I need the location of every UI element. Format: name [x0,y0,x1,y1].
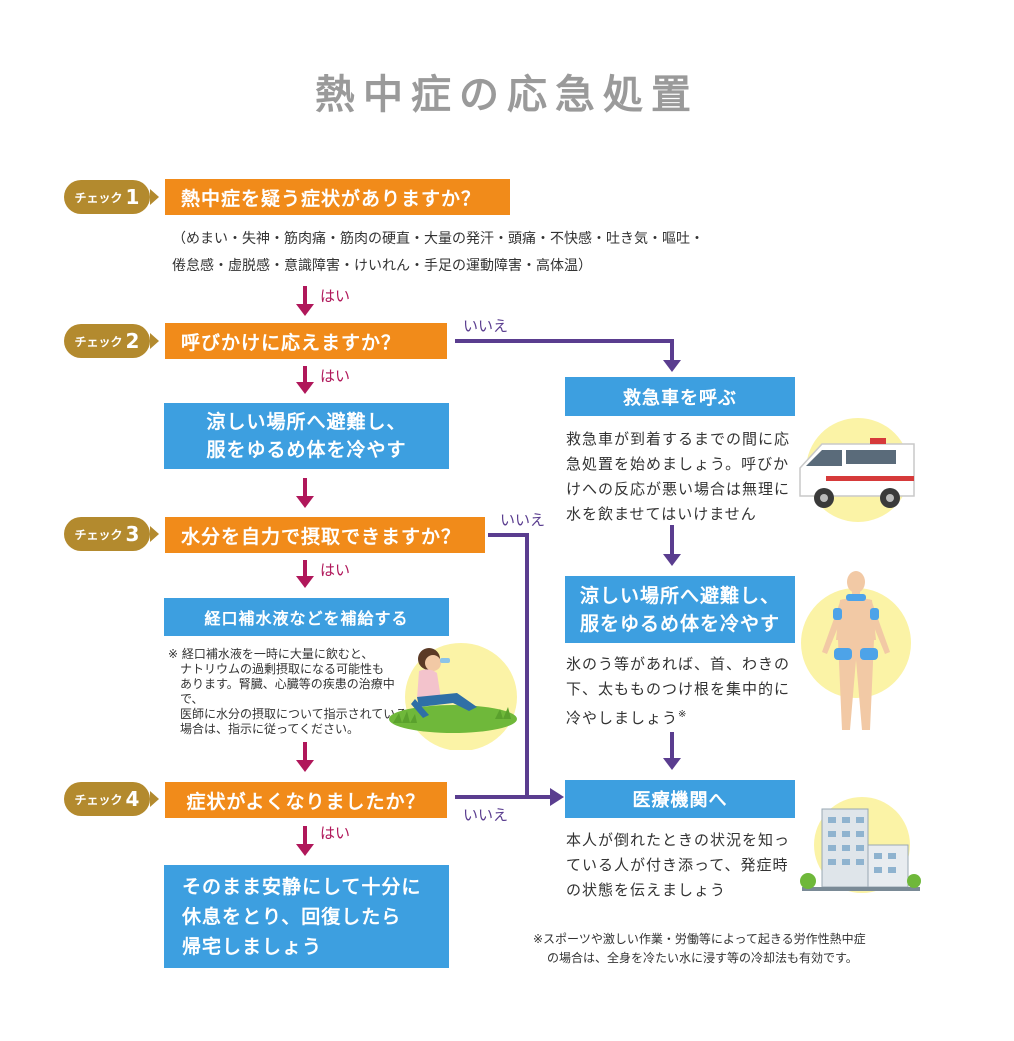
yes-label: はい [320,287,351,305]
desc-line: 水を飲ませてはいけません [566,505,757,523]
cool-line-2: 服をゆるめ体を冷やす [579,612,780,635]
yes-label: はい [320,824,351,842]
ors-note-line: 場合は、指示に従ってください。 [180,722,360,736]
check-tag-pointer [150,526,159,542]
call-ambulance-box: 救急車を呼ぶ [565,377,795,416]
yes-label: はい [320,367,351,385]
desc-line: ている人が付き添って、発症時 [566,856,789,874]
check-tag-pointer [150,189,159,205]
footnote-line-1: ※スポーツや激しい作業・労働等によって起きる労作性熱中症 [533,932,866,946]
check-tag-number: 1 [125,185,140,209]
rest-line-1: そのまま安静にして十分に [182,875,422,898]
cool-line-1: 涼しい場所へ避難し、 [579,584,780,607]
ors-note: ※ 経口補水液を一時に大量に飲むと、 ナトリウムの過剰摂取になる可能性も ありま… [168,647,408,737]
ors-note-line: ナトリウムの過剰摂取になる可能性も [180,662,385,676]
rest-line-3: 帰宅しましょう [182,935,323,958]
no-label: いいえ [500,511,546,529]
desc-line: 下、太もものつけ根を集中的に [566,680,791,698]
body-cooling-illustration [801,571,911,730]
check-tag-pointer [150,333,159,349]
check-tag-label: チェック [74,792,123,807]
ambulance-illustration [799,418,915,522]
ors-note-line: あります。腎臓、心臓等の疾患の治療中で、 [180,677,395,706]
check-1-question: 熱中症を疑う症状がありますか？ [165,179,510,215]
cool-down-box-right: 涼しい場所へ避難し、 服をゆるめ体を冷やす [565,576,795,643]
ambulance-description: 救急車が到着するまでの間に応 急処置を始めましょう。呼びか けへの反応が悪い場合… [566,427,806,527]
no-label: いいえ [463,317,509,335]
check-2-question: 呼びかけに応えますか？ [165,323,447,359]
go-to-hospital-box: 医療機関へ [565,780,795,818]
page-title: 熱中症の応急処置 [315,72,699,118]
desc-line: けへの反応が悪い場合は無理に [566,480,791,498]
desc-line: 救急車が到着するまでの間に応 [566,430,791,448]
rest-box: そのまま安静にして十分に 休息をとり、回復したら 帰宅しましょう [164,865,449,968]
cool-line-2: 服をゆるめ体を冷やす [206,439,407,461]
ors-box: 経口補水液などを補給する [164,598,449,636]
cool-down-box-left: 涼しい場所へ避難し、 服をゆるめ体を冷やす [164,403,449,469]
check-tag-pointer [150,791,159,807]
footnote-line-2: の場合は、全身を冷たい水に浸す等の冷却法も有効です。 [547,951,858,965]
check-tag-label: チェック [74,527,123,542]
check-tag-number: 3 [125,522,140,546]
check-tag-label: チェック [74,190,123,205]
rest-line-2: 休息をとり、回復したら [182,905,402,928]
footnote: ※スポーツや激しい作業・労働等によって起きる労作性熱中症 の場合は、全身を冷たい… [533,930,953,968]
hospital-description: 本人が倒れたときの状況を知っ ている人が付き添って、発症時 の状態を伝えましょう [566,828,806,903]
desc-line: 氷のう等があれば、首、わきの [566,655,791,673]
check-4-question: 症状がよくなりましたか？ [165,782,447,818]
drinking-person-illustration [389,643,517,750]
desc-line: 本人が倒れたときの状況を知っ [566,831,791,849]
cooling-description: 氷のう等があれば、首、わきの 下、太もものつけ根を集中的に 冷やしましょう※ [566,652,806,731]
check-tag-number: 2 [125,329,140,353]
ors-note-line: 医師に水分の摂取について指示されている [180,707,408,721]
ors-note-line: ※ 経口補水液を一時に大量に飲むと、 [168,647,374,661]
symptoms-line-1: （めまい・失神・筋肉痛・筋肉の硬直・大量の発汗・頭痛・不快感・吐き気・嘔吐・ [172,231,704,247]
symptoms-line-2: 倦怠感・虚脱感・意識障害・けいれん・手足の運動障害・高体温） [172,258,592,274]
symptoms-list: （めまい・失神・筋肉痛・筋肉の硬直・大量の発汗・頭痛・不快感・吐き気・嘔吐・ 倦… [172,226,732,280]
check-3-question: 水分を自力で摂取できますか？ [165,517,485,553]
yes-arrows [296,286,314,856]
desc-line: 冷やしましょう※ [566,709,688,727]
check-tag-number: 4 [125,787,140,811]
desc-line: の状態を伝えましょう [566,881,727,899]
footnote-mark: ※ [678,709,688,720]
no-label: いいえ [463,806,509,824]
no-arrows [455,339,681,806]
cool-line-1: 涼しい場所へ避難し、 [206,411,407,433]
desc-line: 急処置を始めましょう。呼びか [566,455,790,473]
check-tag-label: チェック [74,334,123,349]
yes-label: はい [320,561,351,579]
hospital-building-illustration [800,797,921,893]
